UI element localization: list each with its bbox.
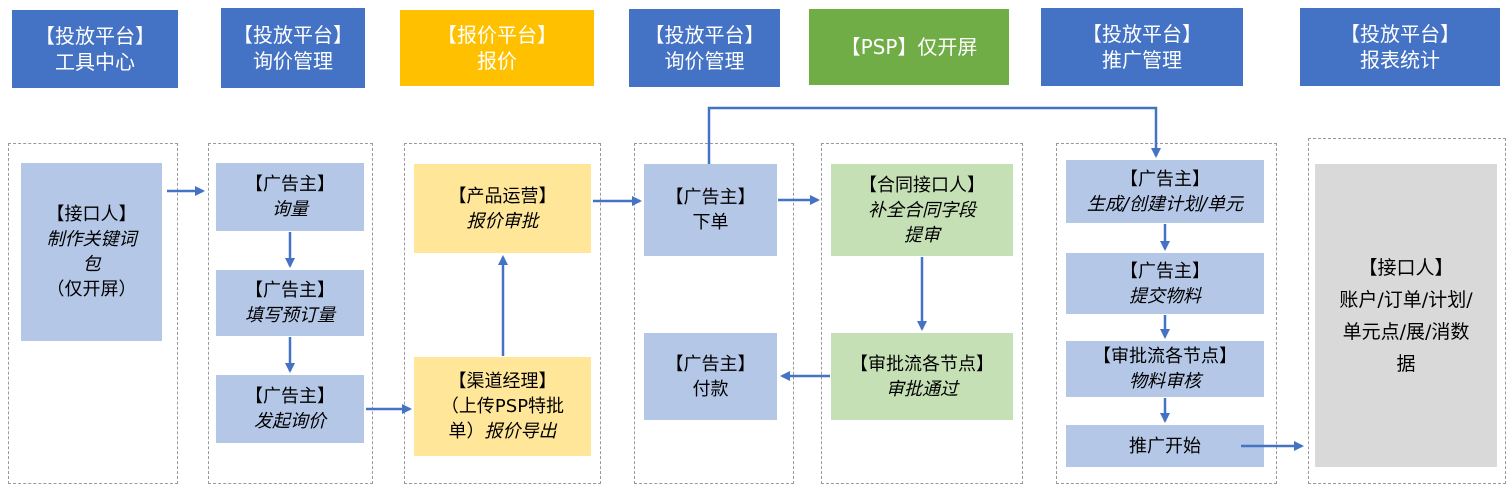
action-label: 询量 <box>272 199 308 220</box>
action-label-2: 包 <box>82 254 101 275</box>
action-label: 审批通过 <box>886 378 958 400</box>
role-label: 【审批流各节点】 <box>850 353 994 375</box>
role-label: 【广告主】 <box>665 187 756 208</box>
box-contract-interface: 【合同接口人】 补全合同字段 提审 <box>831 164 1013 256</box>
lane-inquiry <box>208 143 373 484</box>
header-line1: 【投放平台】 <box>644 23 765 47</box>
box-adv-start-inquiry: 【广告主】 发起询价 <box>216 375 364 443</box>
role-label: 【广告主】 <box>665 353 756 375</box>
header-line2: 工具中心 <box>55 50 135 74</box>
header-psp: 【PSP】仅开屏 <box>809 9 1009 85</box>
detail-label: 账户/订单/计划/ <box>1339 288 1473 311</box>
box-approval-material: 【审批流各节点】 物料审核 <box>1066 341 1264 397</box>
header-line1: 【投放平台】 <box>1340 22 1460 46</box>
action-label: 下单 <box>692 212 729 233</box>
header-promo-mgmt: 【投放平台】 推广管理 <box>1041 8 1243 86</box>
role-label: 【合同接口人】 <box>859 174 985 196</box>
box-interface-report: 【接口人】 账户/订单/计划/ 单元点/展/消数 据 <box>1315 164 1497 467</box>
box-adv-order: 【广告主】 下单 <box>644 164 777 256</box>
detail-line3a: 单） <box>448 421 485 442</box>
lane-promo <box>1056 143 1277 484</box>
arrow-order-to-create <box>707 106 1161 164</box>
detail-label-2: 单元点/展/消数 <box>1342 320 1470 343</box>
detail-line3: 单）报价导出 <box>449 419 557 444</box>
header-line1: 【投放平台】 <box>233 23 353 47</box>
action-label: 推广开始 <box>1129 435 1201 457</box>
header-line2: 报价 <box>477 49 517 73</box>
header-line1: 【投放平台】 <box>35 24 155 48</box>
box-product-ops: 【产品运营】 报价审批 <box>414 164 591 253</box>
role-label: 【产品运营】 <box>448 185 557 207</box>
role-label: 【渠道经理】 <box>448 371 557 392</box>
detail-label: （上传PSP特批 <box>440 396 565 417</box>
role-label: 【广告主】 <box>245 386 335 407</box>
action-label: 报价审批 <box>466 210 539 232</box>
action-label: 报价导出 <box>484 421 557 442</box>
role-label: 【广告主】 <box>1120 168 1210 190</box>
box-adv-submit: 【广告主】 提交物料 <box>1066 253 1264 314</box>
header-inquiry-mgmt: 【投放平台】 询价管理 <box>221 8 365 88</box>
header-quote: 【报价平台】 报价 <box>400 10 594 86</box>
role-label: 【审批流各节点】 <box>1093 346 1237 367</box>
box-interface-keyword: 【接口人】 制作关键词 包 （仅开屏） <box>21 163 162 341</box>
action-label: 制作关键词 <box>46 229 137 250</box>
box-adv-create: 【广告主】 生成/创建计划/单元 <box>1066 160 1264 223</box>
lane-psp <box>821 143 1023 484</box>
box-promo-start: 推广开始 <box>1066 425 1264 467</box>
action-label: 提交物料 <box>1129 285 1201 307</box>
role-label: 【广告主】 <box>1120 260 1210 282</box>
role-label: 【广告主】 <box>245 280 335 301</box>
action-label: 发起询价 <box>254 411 326 432</box>
note-label: （仅开屏） <box>46 279 137 300</box>
header-line1: 【PSP】仅开屏 <box>840 35 978 59</box>
header-line2: 询价管理 <box>253 49 333 73</box>
lane-order <box>634 143 794 484</box>
action-label: 补全合同字段 <box>868 199 976 221</box>
header-line2: 询价管理 <box>664 49 745 73</box>
box-adv-pay: 【广告主】 付款 <box>644 333 777 420</box>
lane-report <box>1308 138 1506 484</box>
detail-label-3: 据 <box>1396 352 1416 375</box>
header-line2: 报表统计 <box>1360 48 1440 72</box>
action-label: 物料审核 <box>1129 371 1201 392</box>
action-label: 生成/创建计划/单元 <box>1086 193 1244 215</box>
box-channel-mgr: 【渠道经理】 （上传PSP特批 单）报价导出 <box>414 357 591 456</box>
lane-quote <box>404 143 601 484</box>
header-inquiry-mgmt-2: 【投放平台】 询价管理 <box>629 9 780 87</box>
lane-tool-center <box>8 143 178 484</box>
role-label: 【接口人】 <box>1358 256 1454 279</box>
action-label-2: 提审 <box>904 224 940 246</box>
header-report: 【投放平台】 报表统计 <box>1300 8 1500 86</box>
action-label: 付款 <box>692 378 729 400</box>
box-adv-fill-reserve: 【广告主】 填写预订量 <box>216 270 364 336</box>
box-adv-inquiry: 【广告主】 询量 <box>216 163 364 231</box>
role-label: 【接口人】 <box>46 204 137 225</box>
role-label: 【广告主】 <box>245 174 335 195</box>
box-approval-nodes: 【审批流各节点】 审批通过 <box>831 333 1013 420</box>
header-line1: 【报价平台】 <box>437 23 557 47</box>
header-line2: 推广管理 <box>1102 48 1182 72</box>
header-line1: 【投放平台】 <box>1082 22 1202 46</box>
action-label: 填写预订量 <box>245 305 335 326</box>
header-tool-center: 【投放平台】 工具中心 <box>12 10 178 88</box>
